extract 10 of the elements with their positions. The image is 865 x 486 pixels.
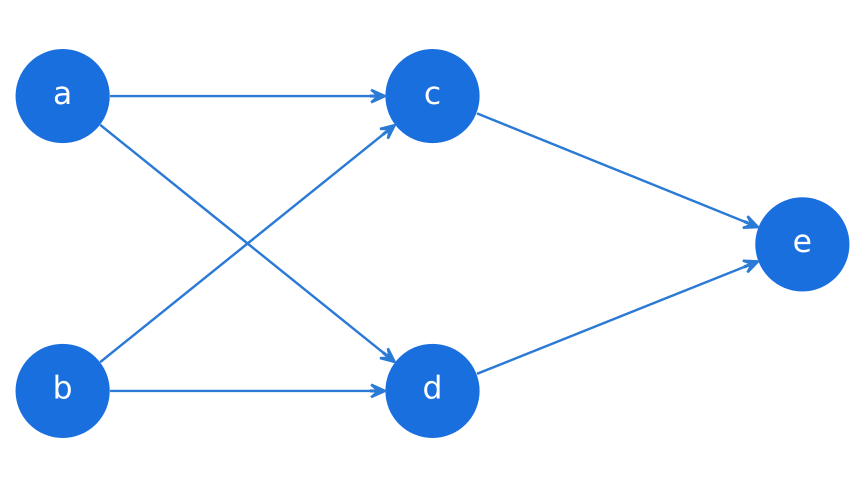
node-circle: e bbox=[755, 196, 850, 291]
arrow bbox=[110, 88, 386, 104]
node-circle: c bbox=[385, 48, 480, 143]
node-circle: b bbox=[16, 343, 110, 438]
arrow bbox=[476, 112, 760, 228]
arrow bbox=[99, 123, 396, 363]
node-circle: a bbox=[16, 48, 110, 143]
arrow bbox=[110, 382, 386, 398]
node-circle: d bbox=[385, 343, 480, 438]
arrow bbox=[476, 259, 760, 374]
